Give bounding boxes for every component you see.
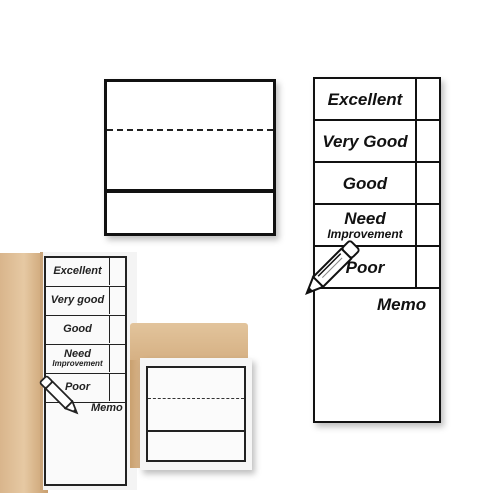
rating-label-two-line: Need Improvement [46, 345, 110, 372]
solid-line [148, 430, 244, 432]
rating-label: Poor [46, 374, 110, 401]
rating-label: Excellent [315, 79, 417, 119]
rating-row: Excellent [46, 258, 125, 287]
rating-sublabel: Improvement [52, 359, 103, 368]
rating-row: Excellent [315, 79, 439, 121]
rating-label: Very Good [315, 121, 417, 161]
dashed-line [107, 129, 273, 131]
rating-label: Good [46, 316, 110, 343]
dashed-line [148, 398, 244, 399]
small-lined-stamp-face [146, 366, 246, 462]
rating-row: Good [315, 163, 439, 205]
rating-label: Good [315, 163, 417, 203]
small-rating-stamp-face: Excellent Very good Good Need Improvemen… [44, 256, 127, 486]
rating-row: Need Improvement [46, 345, 125, 374]
rating-stamp-face: Excellent Very Good Good Need Improvemen… [313, 77, 441, 423]
rating-label-two-line: Need Improvement [315, 205, 417, 245]
pen-icon [39, 375, 79, 415]
solid-line [107, 189, 273, 193]
memo-label: Memo [377, 295, 427, 314]
memo-label: Memo [91, 402, 123, 414]
pen-icon [305, 240, 360, 295]
rating-label: Poor [315, 247, 417, 287]
rating-sublabel: Improvement [327, 227, 403, 241]
rating-label: Need [344, 209, 386, 228]
lined-stamp-face [104, 79, 276, 236]
rating-label: Need [64, 348, 91, 360]
rating-row: Very Good [315, 121, 439, 163]
rating-row: Very good [46, 287, 125, 316]
rating-label: Excellent [46, 258, 110, 285]
rating-row: Need Improvement [315, 205, 439, 247]
rating-row: Poor [46, 374, 125, 403]
rating-row: Good [46, 316, 125, 345]
rating-label: Very good [46, 287, 110, 314]
rating-row: Poor [315, 247, 439, 289]
